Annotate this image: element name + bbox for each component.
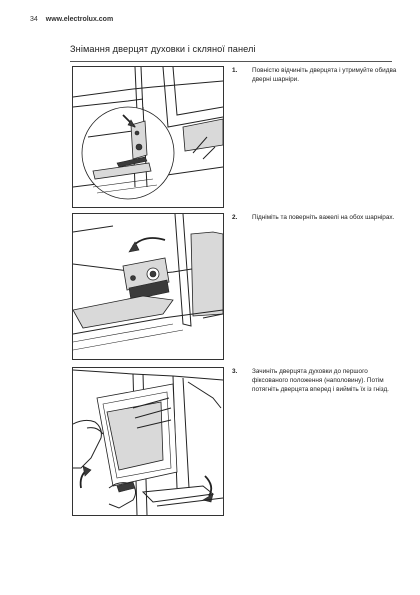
remove-door-drawing (73, 369, 223, 515)
step-2-text: Підніміть та поверніть важелі на обох ша… (252, 214, 395, 221)
page-number: 34 (30, 16, 38, 23)
illustration-step-1-door-hinges (72, 66, 224, 208)
step-1-number: 1. (232, 67, 238, 74)
illustration-step-2-hinge-levers (72, 213, 224, 360)
step-1-text: Повністю відчиніть дверцята і утримуйте … (252, 67, 397, 83)
step-3-number: 3. (232, 368, 238, 375)
website-url[interactable]: www.electrolux.com (45, 16, 114, 23)
hinge-lever-drawing (73, 214, 223, 351)
step-2-number: 2. (232, 214, 238, 221)
section-title: Знімання дверцят духовки і скляної панел… (70, 44, 256, 54)
title-divider (70, 61, 392, 62)
hinge-open-door-drawing (73, 67, 223, 200)
page-header: 34 www.electrolux.com (30, 16, 113, 23)
illustration-step-3-remove-door (72, 367, 224, 516)
step-3-text: Зачиніть дверцята духовки до першого фік… (252, 368, 389, 393)
